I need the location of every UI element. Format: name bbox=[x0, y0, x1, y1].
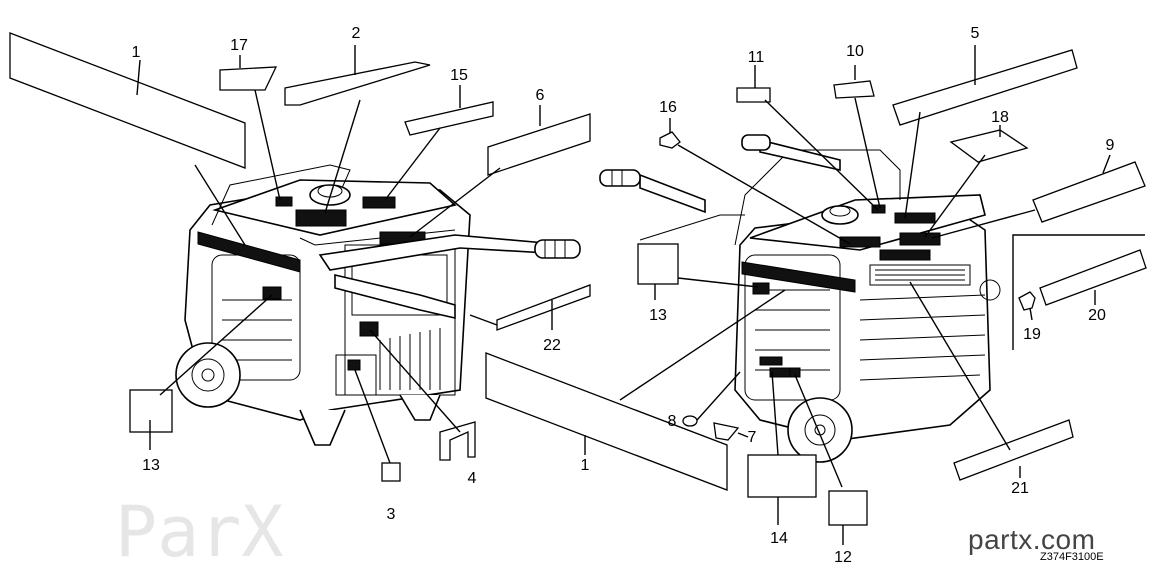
label-5 bbox=[892, 49, 1078, 126]
callout-18: 18 bbox=[991, 109, 1009, 126]
left-callouts: 1 17 2 15 6 22 13 3 4 bbox=[132, 25, 561, 523]
label-15 bbox=[404, 101, 494, 136]
diagram-code: Z374F3100E bbox=[1040, 551, 1104, 563]
watermark-text: ParX bbox=[115, 491, 284, 573]
label-22 bbox=[496, 284, 591, 331]
label-21 bbox=[953, 419, 1074, 481]
label-18 bbox=[949, 129, 1029, 163]
right-leaders bbox=[584, 45, 1111, 545]
callout-14: 14 bbox=[770, 530, 788, 547]
label-9 bbox=[1032, 161, 1146, 223]
brand-logo-text: partx.com bbox=[968, 524, 1096, 555]
label-1-left bbox=[9, 32, 246, 169]
callout-10: 10 bbox=[846, 43, 864, 60]
label-1-right bbox=[485, 352, 728, 491]
callout-20: 20 bbox=[1088, 307, 1106, 324]
label-14 bbox=[747, 454, 817, 498]
label-12 bbox=[828, 490, 868, 526]
label-20 bbox=[1039, 249, 1147, 306]
callout-11: 11 bbox=[748, 49, 765, 66]
label-17 bbox=[219, 66, 278, 91]
side-vent bbox=[859, 264, 986, 381]
callout-2: 2 bbox=[352, 25, 361, 42]
label-7 bbox=[713, 422, 740, 441]
label-11 bbox=[736, 87, 771, 103]
label-6 bbox=[487, 113, 591, 176]
callout-15: 15 bbox=[450, 67, 468, 84]
right-labels bbox=[485, 49, 1147, 526]
callout-8: 8 bbox=[668, 413, 677, 430]
label-13-right bbox=[637, 243, 679, 285]
callout-13-right: 13 bbox=[649, 307, 667, 324]
left-labels bbox=[9, 32, 591, 482]
generator-right bbox=[599, 134, 1001, 463]
callout-21: 21 bbox=[1011, 480, 1029, 497]
right-callouts: 16 11 10 5 18 9 13 20 19 8 7 1 14 12 21 bbox=[581, 25, 1115, 566]
label-4 bbox=[439, 421, 476, 461]
label-3 bbox=[381, 462, 401, 482]
callout-6: 6 bbox=[536, 87, 545, 104]
label-16 bbox=[659, 131, 681, 149]
callout-9: 9 bbox=[1106, 137, 1115, 154]
callout-5: 5 bbox=[971, 25, 980, 42]
left-leaders bbox=[136, 45, 553, 464]
callout-1-left: 1 bbox=[132, 44, 141, 61]
callout-16: 16 bbox=[659, 99, 677, 116]
label-13-left bbox=[129, 389, 173, 433]
callout-3: 3 bbox=[387, 506, 396, 523]
callout-13-left: 13 bbox=[142, 457, 160, 474]
callout-1-right: 1 bbox=[581, 457, 590, 474]
callout-4: 4 bbox=[468, 470, 477, 487]
callout-19: 19 bbox=[1023, 326, 1041, 343]
callout-17: 17 bbox=[230, 37, 248, 54]
label-19 bbox=[1018, 291, 1036, 311]
label-2 bbox=[284, 61, 431, 106]
separator-bracket bbox=[1012, 234, 1145, 350]
callout-7: 7 bbox=[748, 429, 757, 446]
callout-12: 12 bbox=[834, 549, 852, 566]
label-10 bbox=[833, 80, 875, 99]
callout-22: 22 bbox=[543, 337, 561, 354]
label-8 bbox=[682, 415, 698, 427]
